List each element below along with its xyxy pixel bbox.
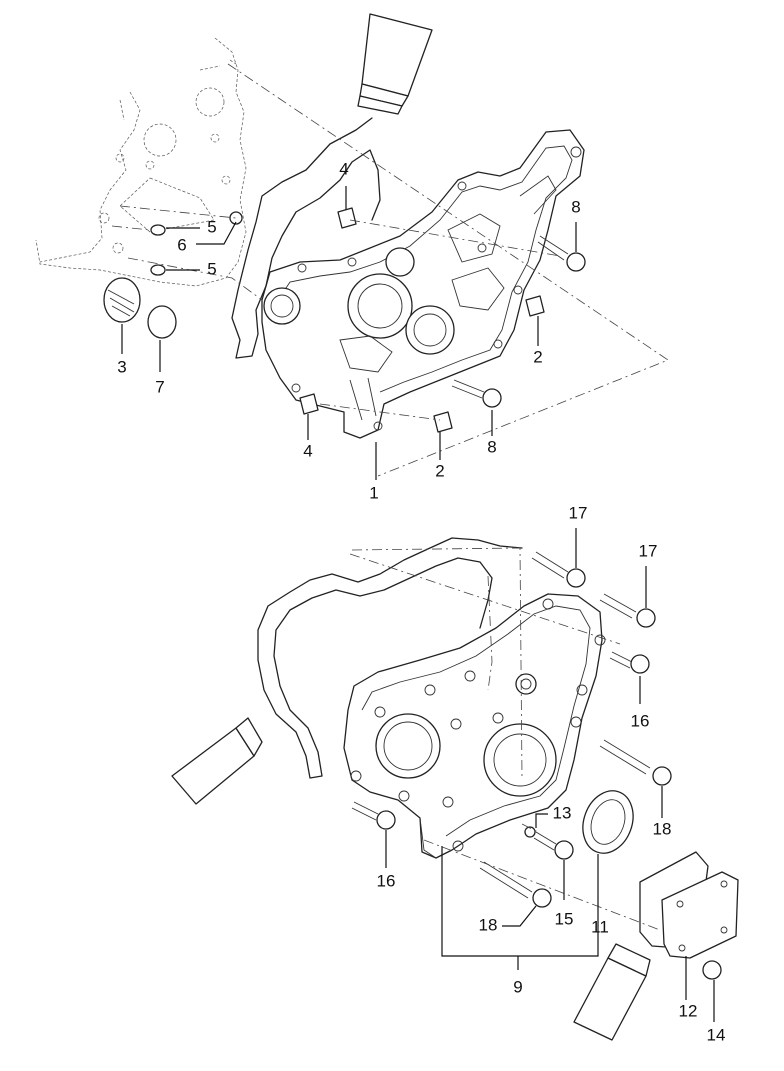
callout-14: 14 <box>707 1025 726 1044</box>
callout-18: 18 <box>479 915 498 934</box>
callout-4: 4 <box>339 159 348 178</box>
flange-bolts-lower <box>351 551 722 980</box>
sealant-tube-top <box>357 13 433 115</box>
callout-16: 16 <box>377 871 396 890</box>
callout-1: 1 <box>369 483 378 502</box>
callout-5: 5 <box>207 259 216 278</box>
dowel-pins-upper <box>299 207 545 433</box>
callout-18: 18 <box>653 819 672 838</box>
assembly-lines-upper <box>111 63 669 477</box>
callout-2: 2 <box>533 347 542 366</box>
callout-6: 6 <box>177 235 186 254</box>
gasket-lower <box>257 537 523 779</box>
callout-8: 8 <box>487 437 496 456</box>
assembly-lines-lower <box>349 547 661 931</box>
callout-17: 17 <box>569 503 588 522</box>
gasket-upper <box>231 117 381 359</box>
cover-plate <box>639 851 739 959</box>
callout-13: 13 <box>553 803 572 822</box>
callout-8: 8 <box>571 197 580 216</box>
timing-cover <box>343 593 606 859</box>
engine-block-outline <box>35 37 247 287</box>
callout-16: 16 <box>631 711 650 730</box>
leader-lines <box>121 186 715 1022</box>
oil-seal <box>582 790 634 854</box>
callout-17: 17 <box>639 541 658 560</box>
callout-2: 2 <box>435 461 444 480</box>
timing-gear-case <box>261 129 585 439</box>
flange-bolts-8 <box>451 235 586 408</box>
callout-5: 5 <box>207 217 216 236</box>
callout-7: 7 <box>155 377 164 396</box>
sealant-tube-bottom <box>573 943 651 1041</box>
plug-and-seals <box>103 211 243 339</box>
sealant-tube-lower <box>171 717 263 805</box>
callout-11: 11 <box>591 917 609 936</box>
callout-4: 4 <box>303 441 312 460</box>
callout-3: 3 <box>117 357 126 376</box>
callout-9: 9 <box>513 977 522 996</box>
callout-labels: 1 2 2 3 4 4 5 5 6 7 8 8 9 11 12 13 14 15… <box>117 159 725 1044</box>
callout-15: 15 <box>555 909 574 928</box>
callout-12: 12 <box>679 1001 698 1020</box>
